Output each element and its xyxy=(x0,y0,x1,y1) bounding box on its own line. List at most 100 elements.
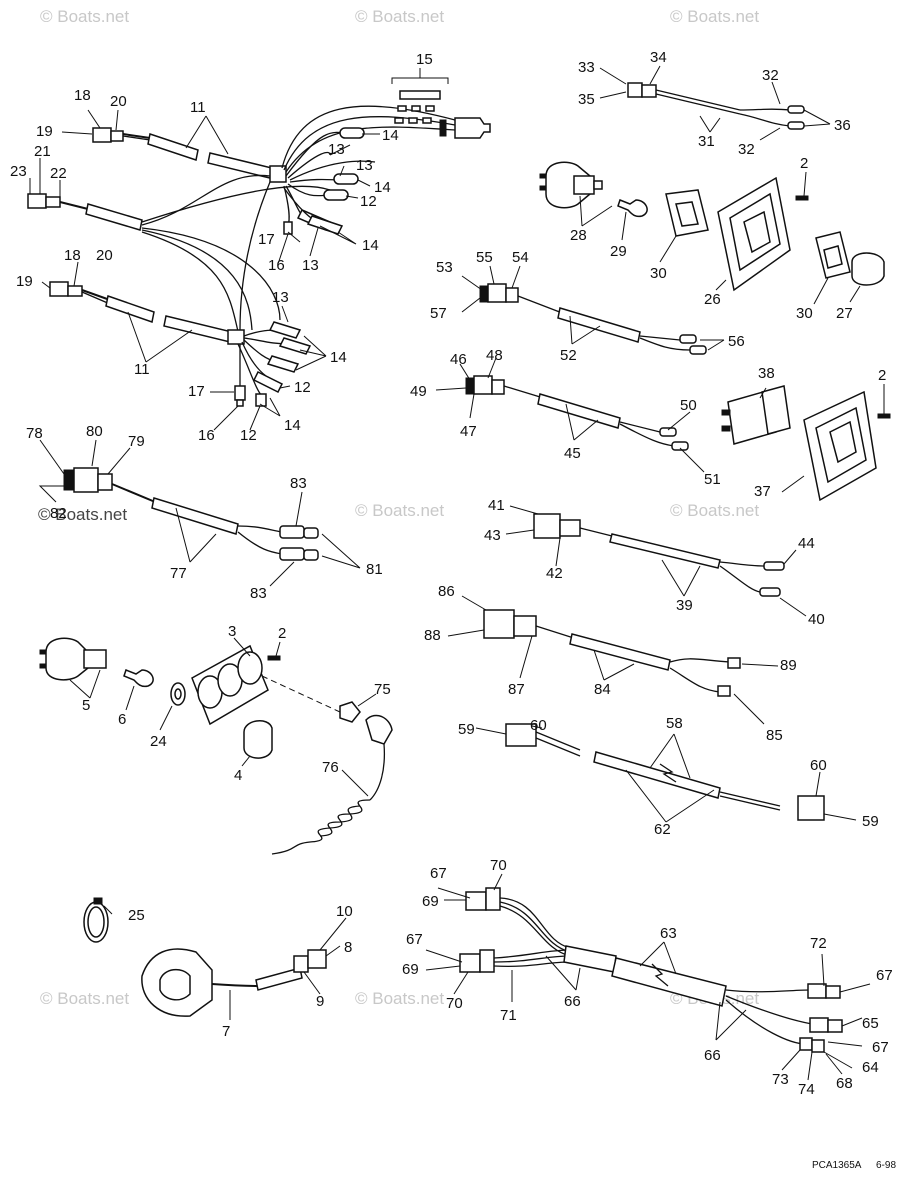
callout-12: 12 xyxy=(294,379,311,396)
callout-20: 20 xyxy=(110,93,127,110)
callout-76: 76 xyxy=(322,759,339,776)
callout-77: 77 xyxy=(170,565,187,582)
drawing-date: 6-98 xyxy=(876,1160,896,1171)
callout-68: 68 xyxy=(836,1075,853,1092)
connector-21 xyxy=(45,196,61,208)
terminal-14 xyxy=(333,173,359,185)
callout-58: 58 xyxy=(666,715,683,732)
callout-12: 12 xyxy=(360,193,377,210)
switch-5 xyxy=(45,637,89,681)
main-harness-upper xyxy=(27,68,491,341)
callout-60: 60 xyxy=(530,717,547,734)
callout-54: 54 xyxy=(512,249,529,266)
sleeve-9 xyxy=(255,967,303,991)
callout-26: 26 xyxy=(704,291,721,308)
callout-13: 13 xyxy=(356,157,373,174)
callout-2: 2 xyxy=(800,155,808,172)
callout-13: 13 xyxy=(302,257,319,274)
callout-21: 21 xyxy=(34,143,51,160)
callout-14: 14 xyxy=(284,417,301,434)
callout-69: 69 xyxy=(422,893,439,910)
callout-40: 40 xyxy=(808,611,825,628)
callout-36: 36 xyxy=(834,117,851,134)
watermark-text: © Boats.net xyxy=(670,501,759,520)
callout-88: 88 xyxy=(424,627,441,644)
callout-11: 11 xyxy=(190,99,206,116)
callout-20: 20 xyxy=(96,247,113,264)
callout-67: 67 xyxy=(876,967,893,984)
callout-82: 82 xyxy=(50,505,67,522)
callout-23: 23 xyxy=(10,163,27,180)
harness-58 xyxy=(505,723,825,821)
callout-35: 35 xyxy=(578,91,595,108)
callout-87: 87 xyxy=(508,681,525,698)
callout-13: 13 xyxy=(272,289,289,306)
callout-4: 4 xyxy=(234,767,242,784)
connector-19 xyxy=(49,281,69,297)
watermark-text: © Boats.net xyxy=(355,989,444,1008)
sleeve-22 xyxy=(85,203,143,231)
callout-64: 64 xyxy=(862,1059,879,1076)
sleeve-11 xyxy=(105,295,155,323)
callout-38: 38 xyxy=(758,365,775,382)
callout-17: 17 xyxy=(258,231,275,248)
callout-18: 18 xyxy=(74,87,91,104)
callout-83: 83 xyxy=(250,585,267,602)
callout-33: 33 xyxy=(578,59,595,76)
callout-15: 15 xyxy=(416,51,433,68)
callout-69: 69 xyxy=(402,961,419,978)
callout-41: 41 xyxy=(488,497,505,514)
callout-29: 29 xyxy=(610,243,627,260)
callout-5: 5 xyxy=(82,697,90,714)
connector-20 xyxy=(67,285,83,297)
callout-30: 30 xyxy=(650,265,667,282)
harness-84 xyxy=(483,609,741,697)
callout-31: 31 xyxy=(698,133,715,150)
harness-39 xyxy=(533,513,785,597)
drawing-code: PCA1365A xyxy=(812,1160,862,1171)
harness-52 xyxy=(479,283,707,355)
callout-12: 12 xyxy=(240,427,257,444)
callout-48: 48 xyxy=(486,347,503,364)
callout-13: 13 xyxy=(328,141,345,158)
callout-60: 60 xyxy=(810,757,827,774)
callout-45: 45 xyxy=(564,445,581,462)
switch-38 xyxy=(721,385,891,502)
main-harness-lower xyxy=(49,281,312,407)
callout-49: 49 xyxy=(410,383,427,400)
callout-66: 66 xyxy=(704,1047,721,1064)
knob-27 xyxy=(851,252,885,286)
callout-89: 89 xyxy=(780,657,797,674)
callout-67: 67 xyxy=(430,865,447,882)
callout-81: 81 xyxy=(366,561,383,578)
callout-24: 24 xyxy=(150,733,167,750)
callout-labels: 15 11 18 20 19 14 13 21 23 22 13 14 12 1… xyxy=(10,49,893,1098)
callout-34: 34 xyxy=(650,49,667,66)
callout-73: 73 xyxy=(772,1071,789,1088)
footer: PCA1365A 6-98 xyxy=(812,1160,896,1171)
callout-56: 56 xyxy=(728,333,745,350)
callout-65: 65 xyxy=(862,1015,879,1032)
watermark-text: © Boats.net xyxy=(355,7,444,26)
callout-11: 11 xyxy=(134,361,150,378)
callout-85: 85 xyxy=(766,727,783,744)
panel-3 xyxy=(39,637,393,855)
callout-16: 16 xyxy=(268,257,285,274)
leader-lines xyxy=(29,65,885,1081)
harness-63 xyxy=(459,887,843,1053)
callout-44: 44 xyxy=(798,535,815,552)
callout-70: 70 xyxy=(446,995,463,1012)
watermark-text: © Boats.net xyxy=(40,989,129,1008)
callout-71: 71 xyxy=(500,1007,517,1024)
callout-14: 14 xyxy=(374,179,391,196)
watermark-text: © Boats.net xyxy=(40,7,129,26)
callout-19: 19 xyxy=(16,273,33,290)
harness-77 xyxy=(63,467,319,561)
callout-63: 63 xyxy=(660,925,677,942)
callout-47: 47 xyxy=(460,423,477,440)
callout-32: 32 xyxy=(738,141,755,158)
callout-79: 79 xyxy=(128,433,145,450)
callout-75: 75 xyxy=(374,681,391,698)
callout-62: 62 xyxy=(654,821,671,838)
